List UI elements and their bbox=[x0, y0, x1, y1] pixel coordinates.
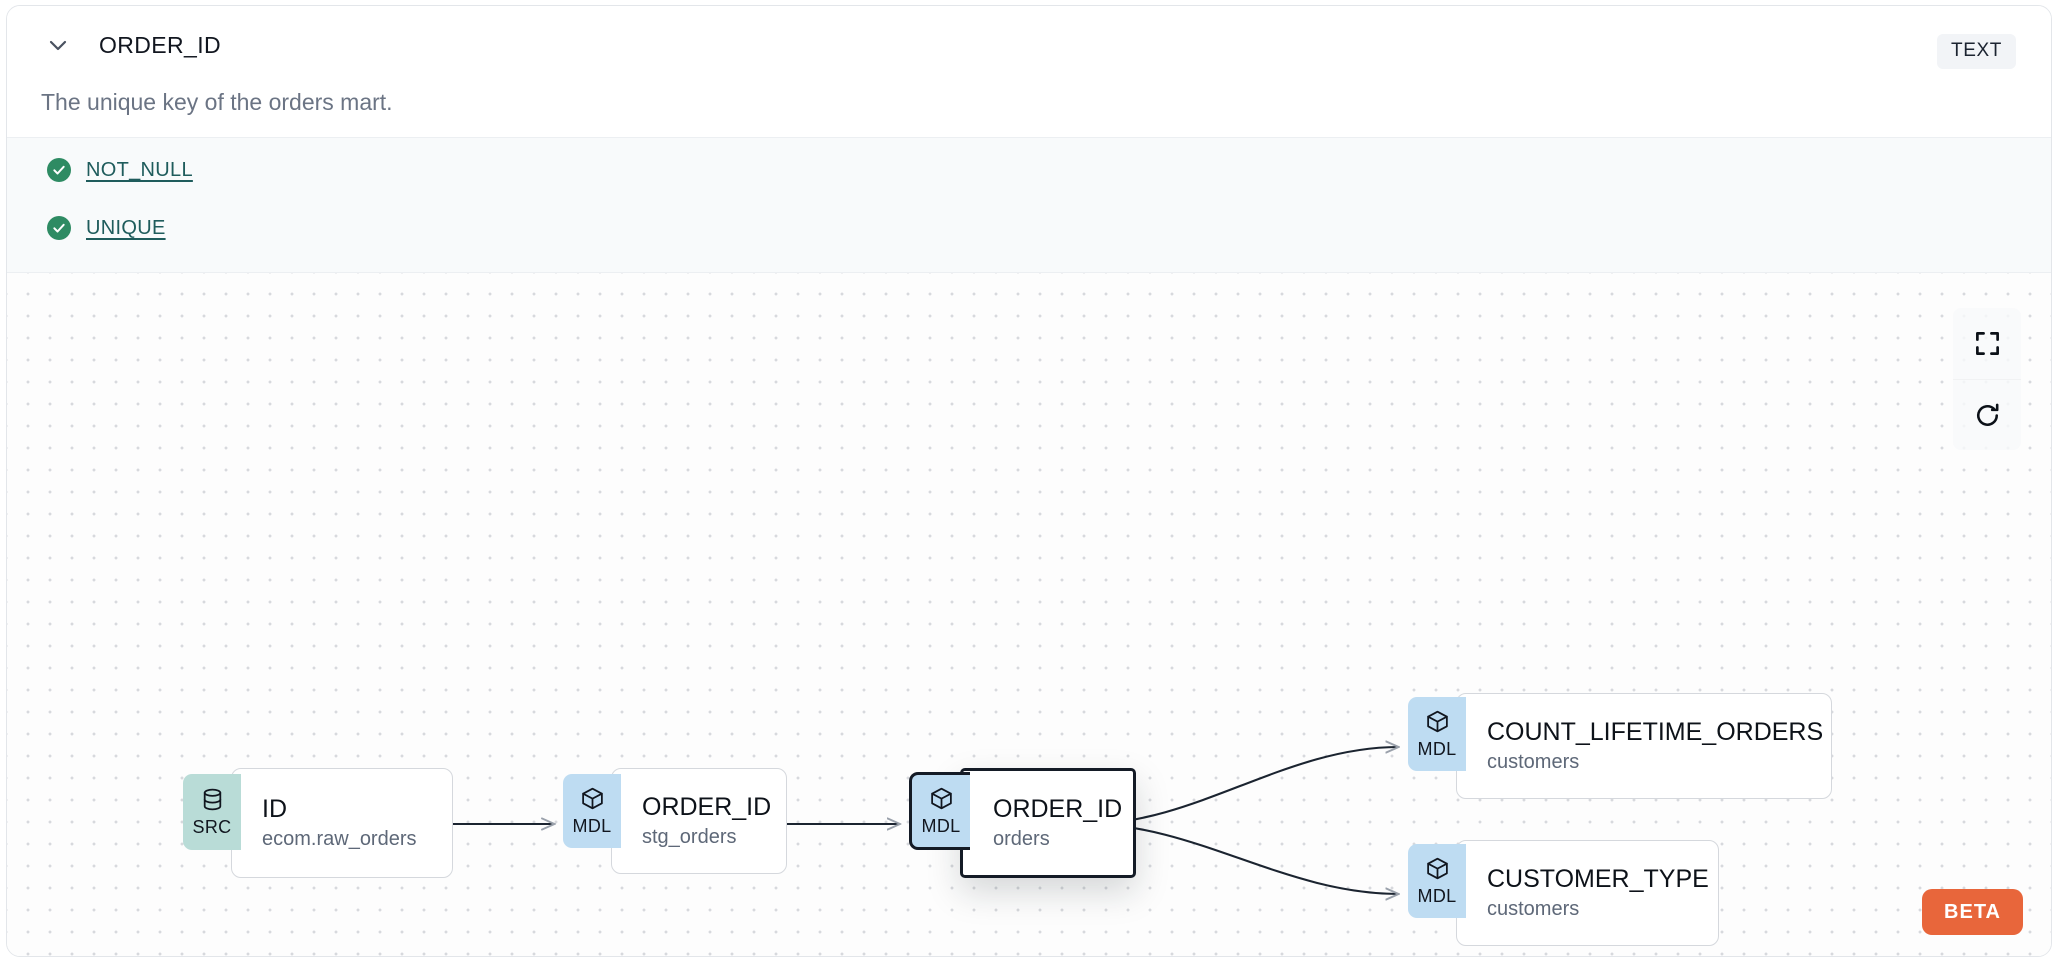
canvas-controls bbox=[1953, 308, 2021, 450]
fit-view-button[interactable] bbox=[1953, 308, 2021, 379]
lineage-node-stg-orders[interactable]: MDL ORDER_ID stg_orders bbox=[563, 768, 787, 874]
node-badge-label: MDL bbox=[1417, 738, 1457, 759]
lineage-node-count-lifetime-orders[interactable]: MDL COUNT_LIFETIME_ORDERS customers bbox=[1408, 693, 1832, 799]
cube-icon bbox=[1425, 709, 1450, 739]
chevron-down-icon[interactable] bbox=[45, 32, 71, 58]
data-type-badge: TEXT bbox=[1937, 34, 2016, 69]
check-circle-icon bbox=[47, 158, 71, 182]
page-title: ORDER_ID bbox=[99, 31, 222, 58]
column-detail-panel: ORDER_ID TEXT The unique key of the orde… bbox=[6, 5, 2052, 957]
node-name: ORDER_ID bbox=[993, 795, 1123, 824]
beta-badge[interactable]: BETA bbox=[1922, 889, 2023, 935]
test-item-not-null[interactable]: NOT_NULL bbox=[47, 158, 193, 182]
node-badge: MDL bbox=[1408, 697, 1466, 771]
node-badge: MDL bbox=[1408, 844, 1466, 918]
node-badge: SRC bbox=[183, 774, 241, 850]
lineage-node-customer-type[interactable]: MDL CUSTOMER_TYPE customers bbox=[1408, 840, 1719, 946]
node-card: COUNT_LIFETIME_ORDERS customers bbox=[1456, 693, 1832, 799]
cube-icon bbox=[1425, 856, 1450, 886]
node-card: CUSTOMER_TYPE customers bbox=[1456, 840, 1719, 946]
node-card: ID ecom.raw_orders bbox=[231, 768, 453, 878]
panel-header: ORDER_ID TEXT The unique key of the orde… bbox=[7, 6, 2051, 137]
test-link[interactable]: NOT_NULL bbox=[86, 158, 193, 181]
node-badge: MDL bbox=[563, 774, 621, 848]
node-name: ORDER_ID bbox=[642, 793, 772, 822]
reset-button[interactable] bbox=[1953, 379, 2021, 450]
cube-icon bbox=[929, 786, 954, 816]
node-subtitle: orders bbox=[993, 827, 1050, 850]
fullscreen-icon bbox=[1974, 330, 2001, 357]
tests-section: NOT_NULL UNIQUE bbox=[7, 137, 2051, 273]
node-badge-label: SRC bbox=[192, 816, 232, 837]
node-name: CUSTOMER_TYPE bbox=[1487, 865, 1709, 894]
lineage-node-orders-selected[interactable]: MDL ORDER_ID orders bbox=[909, 768, 1136, 878]
test-item-unique[interactable]: UNIQUE bbox=[47, 216, 166, 240]
node-card: ORDER_ID stg_orders bbox=[611, 768, 787, 874]
node-badge-label: MDL bbox=[1417, 885, 1457, 906]
test-link[interactable]: UNIQUE bbox=[86, 216, 166, 239]
node-badge-label: MDL bbox=[572, 815, 612, 836]
node-card: ORDER_ID orders bbox=[960, 768, 1136, 878]
check-circle-icon bbox=[47, 216, 71, 240]
node-name: COUNT_LIFETIME_ORDERS bbox=[1487, 718, 1824, 747]
lineage-canvas[interactable]: SRC ID ecom.raw_orders MDL ORDE bbox=[7, 273, 2051, 956]
node-badge-label: MDL bbox=[921, 815, 961, 836]
cube-icon bbox=[580, 786, 605, 816]
column-description: The unique key of the orders mart. bbox=[41, 89, 393, 115]
node-subtitle: customers bbox=[1487, 750, 1580, 773]
title-row: ORDER_ID bbox=[45, 32, 221, 58]
database-icon bbox=[200, 787, 225, 817]
node-badge: MDL bbox=[909, 772, 970, 850]
node-name: ID bbox=[262, 795, 287, 824]
refresh-icon bbox=[1974, 402, 2001, 429]
lineage-node-src[interactable]: SRC ID ecom.raw_orders bbox=[183, 768, 453, 878]
node-subtitle: customers bbox=[1487, 897, 1580, 920]
node-subtitle: stg_orders bbox=[642, 825, 737, 848]
node-subtitle: ecom.raw_orders bbox=[262, 827, 417, 850]
